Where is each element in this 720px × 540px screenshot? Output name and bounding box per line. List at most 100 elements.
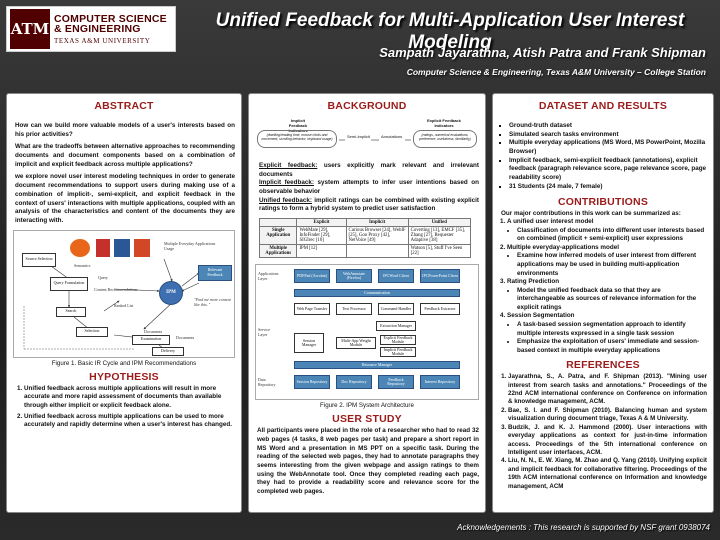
semi-implicit-label: Semi-Implicit bbox=[347, 134, 370, 139]
documents-label-2: Documents bbox=[176, 334, 195, 340]
dataset-title: DATASET AND RESULTS bbox=[538, 100, 668, 112]
references-title: REFERENCES bbox=[566, 359, 640, 372]
atm-logo-mark: ATM bbox=[10, 9, 50, 49]
search-node: Search bbox=[56, 306, 86, 317]
figure-2-caption: Figure 2. IPM System Architecture bbox=[320, 402, 414, 410]
column-right: DATASET AND RESULTS Ground-truth dataset… bbox=[492, 93, 714, 513]
query-formulation-node: Query Formulation bbox=[50, 276, 88, 291]
dataset-item: 31 Students (24 male, 7 female) bbox=[509, 183, 707, 192]
table-row: Multiple Applications IPM [12] Watson [5… bbox=[258, 244, 472, 259]
app-webannotate: WebAnnotate (Firefox) bbox=[336, 269, 372, 284]
logo-line-3: TEXAS A&M UNIVERSITY bbox=[54, 36, 151, 45]
dataset-list: Ground-truth dataset Simulated search ta… bbox=[509, 122, 707, 192]
related-work-table: Explicit Implicit Unified Single Applica… bbox=[258, 218, 472, 259]
powerpoint-icon bbox=[134, 238, 150, 257]
dataset-item: Simulated search tasks environment bbox=[509, 131, 707, 140]
spectrum-arrows bbox=[339, 139, 411, 141]
extraction-manager: Extraction Manager bbox=[376, 321, 416, 332]
logo-line-1: COMPUTER SCIENCE bbox=[54, 12, 167, 25]
table-header-cell: Unified bbox=[407, 218, 472, 228]
service-feedback-extractor: Feedback Extractor bbox=[420, 303, 460, 316]
hypothesis-item: Unified feedback across multiple applica… bbox=[24, 385, 235, 411]
poster-header: ATM COMPUTER SCIENCE & ENGINEERING TEXAS… bbox=[0, 0, 720, 88]
examination-node: Examination bbox=[132, 334, 170, 345]
explicit-indicators-title: Explicit Feedback Indicators bbox=[427, 118, 461, 128]
user-study-title: USER STUDY bbox=[332, 413, 402, 426]
layer-label-data: Data Repository bbox=[258, 377, 276, 388]
table-cell: Coverting [13], EMCF [35], Zhang [27], R… bbox=[407, 226, 472, 246]
reference-item: Budzik, J. and K. J. Hammond (2000). Use… bbox=[508, 424, 707, 458]
query-label: Query bbox=[98, 274, 108, 280]
session-manager: Session Manager bbox=[294, 333, 324, 354]
table-cell: WebMate [29], InfoFinder [29], SIGIrec [… bbox=[296, 226, 347, 246]
layer-label-applications: Applications Layer bbox=[258, 271, 279, 282]
pdf-icon bbox=[96, 238, 110, 257]
abstract-paragraph-3: we explore novel user interest modeling … bbox=[15, 173, 235, 224]
find-more-quote: "Find me more content like this.." bbox=[194, 296, 231, 307]
explicit-indicators-box: (ratings, numerical evaluations, prefere… bbox=[413, 130, 477, 148]
contribution-subitem: Classification of documents into differe… bbox=[517, 227, 707, 244]
dataset-item: Multiple everyday applications (MS Word,… bbox=[509, 139, 707, 156]
unified-feedback-def: implicit ratings can be combined with ex… bbox=[259, 196, 479, 213]
abstract-title: ABSTRACT bbox=[94, 100, 154, 112]
multi-app-weight-module: Multi-App Weight Module bbox=[336, 337, 376, 350]
repo-feedback: Feedback Repository bbox=[378, 375, 414, 390]
table-cell bbox=[345, 244, 409, 259]
figure-1-connectors bbox=[23, 258, 200, 349]
app-ipcword: IPCWord Client bbox=[378, 269, 414, 284]
implicit-feedback-module: Implicit Feedback Module bbox=[380, 347, 416, 358]
communication-layer: Communication bbox=[294, 289, 460, 298]
poster-title: Unified Feedback for Multi-Application U… bbox=[215, 10, 685, 53]
table-header-row: Explicit Implicit Unified bbox=[258, 218, 472, 228]
table-cell: Watson [5], Stuff I've Seen [22] bbox=[407, 244, 472, 259]
figure-1-caption: Figure 1. Basic IR Cycle and IPM Recomme… bbox=[51, 359, 197, 367]
contribution-item: Multiple everyday-applications model Exa… bbox=[507, 244, 707, 278]
app-pdfpad: PDFPad (Acrobat) bbox=[294, 269, 330, 284]
logo-line-2: & ENGINEERING bbox=[54, 23, 141, 35]
annotations-label: Annotations bbox=[381, 134, 403, 139]
table-row-label: Multiple Applications bbox=[258, 244, 298, 259]
repo-session: Session Repository bbox=[294, 375, 330, 390]
resource-manager: Resource Manager bbox=[294, 361, 460, 370]
reference-item: Liu, N. N., E. W. Xiang, M. Zhao and Q. … bbox=[508, 457, 707, 491]
reference-item: Jayarathna, S., A. Patra, and F. Shipman… bbox=[508, 373, 707, 407]
figure-1-ir-cycle: Multiple Everyday Applications Usage Sou… bbox=[13, 229, 235, 358]
table-header-cell: Implicit bbox=[345, 218, 409, 228]
reference-item: Bae, S. I. and F. Shipman (2010). Balanc… bbox=[508, 407, 707, 424]
contribution-subitem: Emphasize the exploitation of users' imm… bbox=[517, 338, 707, 355]
user-study-text: All participants were placed in the role… bbox=[257, 427, 479, 495]
repo-interest: Interest Repository bbox=[420, 375, 460, 390]
poster-affiliation: Computer Science & Engineering, Texas A&… bbox=[406, 67, 706, 77]
explicit-feedback-def: users explicitly mark relevant and irrel… bbox=[259, 162, 479, 178]
explicit-feedback-term: Explicit feedback: bbox=[259, 162, 318, 169]
semantics-label: Semantics bbox=[74, 262, 91, 268]
service-text-processor: Text Processor bbox=[336, 303, 372, 316]
contribution-subitem: Model the unified feedback data so that … bbox=[517, 287, 707, 313]
documents-label: Documents bbox=[144, 328, 163, 334]
layer-label-service: Service Layer bbox=[258, 327, 270, 338]
column-left: ABSTRACT How can we build more valuable … bbox=[6, 93, 242, 513]
content-recs-label: Content Recommendations bbox=[94, 286, 138, 292]
service-command-handler: Command Handler bbox=[378, 303, 414, 316]
dataset-item: Ground-truth dataset bbox=[509, 122, 707, 131]
relevant-feedback-node: Relevant Feedback bbox=[198, 264, 232, 281]
table-row: Single Application WebMate [29], InfoFin… bbox=[258, 226, 472, 246]
ranked-list-label: Ranked List bbox=[114, 302, 134, 308]
word-icon bbox=[114, 238, 130, 257]
contribution-item: Session Segmentation A task-based sessio… bbox=[507, 312, 707, 355]
service-web-page-transfer: Web Page Transfer bbox=[294, 303, 330, 316]
hypothesis-item: Unified feedback across multiple applica… bbox=[24, 413, 235, 430]
background-title: BACKGROUND bbox=[327, 100, 407, 112]
implicit-indicators-box: (dwelling/reading time, mouse clicks and… bbox=[257, 130, 337, 148]
abstract-paragraph-1: How can we build more valuable models of… bbox=[15, 122, 235, 138]
table-cell: Curious Browser [24], WebIF [25], Goo Pr… bbox=[345, 226, 409, 246]
contribution-subitem: A task-based session segmentation approa… bbox=[517, 321, 707, 338]
explicit-feedback-module: Explicit Feedback Module bbox=[380, 335, 416, 346]
figure-2-architecture: Applications Layer Service Layer Data Re… bbox=[255, 264, 479, 401]
contributions-title: CONTRIBUTIONS bbox=[557, 195, 649, 208]
implicit-feedback-def: system attempts to infer user intentions… bbox=[259, 179, 479, 196]
table-header-cell bbox=[258, 218, 298, 228]
contribution-item: Rating Prediction Model the unified feed… bbox=[507, 278, 707, 312]
contributions-intro: Our major contributions in this work can… bbox=[501, 209, 681, 217]
table-row-label: Single Application bbox=[258, 226, 298, 246]
